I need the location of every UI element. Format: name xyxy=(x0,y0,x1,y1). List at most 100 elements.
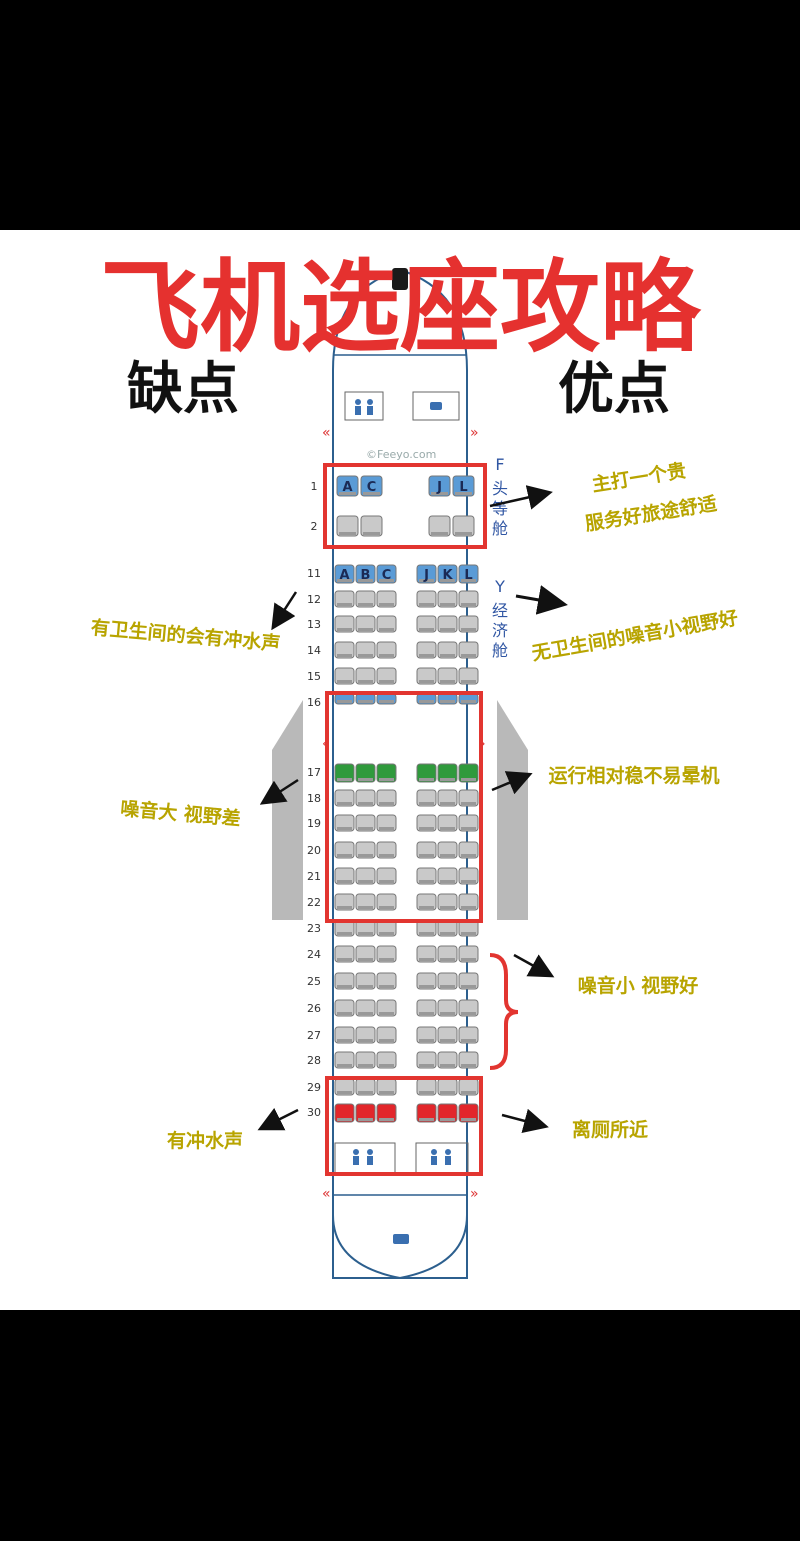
seat-12-left-2[interactable] xyxy=(376,590,397,608)
seat-16-left-0[interactable] xyxy=(334,693,355,705)
seat-2-right-0[interactable] xyxy=(428,515,451,537)
seat-30-right-0[interactable] xyxy=(416,1103,437,1123)
seat-22-left-2[interactable] xyxy=(376,893,397,911)
seat-15-left-1[interactable] xyxy=(355,667,376,685)
seat-27-right-0[interactable] xyxy=(416,1026,437,1044)
seat-2-right-1[interactable] xyxy=(452,515,475,537)
seat-17-left-1[interactable] xyxy=(355,763,376,783)
seat-29-left-0[interactable] xyxy=(334,1078,355,1096)
seat-22-right-2[interactable] xyxy=(458,893,479,911)
seat-12-left-0[interactable] xyxy=(334,590,355,608)
seat-14-right-1[interactable] xyxy=(437,641,458,659)
seat-13-left-1[interactable] xyxy=(355,615,376,633)
seat-17-right-1[interactable] xyxy=(437,763,458,783)
seat-15-left-2[interactable] xyxy=(376,667,397,685)
seat-30-right-1[interactable] xyxy=(437,1103,458,1123)
seat-16-right-0[interactable] xyxy=(416,693,437,705)
seat-21-right-2[interactable] xyxy=(458,867,479,885)
seat-12-right-0[interactable] xyxy=(416,590,437,608)
seat-1-right-1[interactable]: L xyxy=(452,475,475,497)
seat-13-right-0[interactable] xyxy=(416,615,437,633)
seat-27-right-1[interactable] xyxy=(437,1026,458,1044)
seat-16-right-1[interactable] xyxy=(437,693,458,705)
seat-18-left-2[interactable] xyxy=(376,789,397,807)
seat-30-left-2[interactable] xyxy=(376,1103,397,1123)
seat-13-left-2[interactable] xyxy=(376,615,397,633)
seat-19-left-1[interactable] xyxy=(355,814,376,832)
seat-23-right-2[interactable] xyxy=(458,919,479,937)
seat-2-left-1[interactable] xyxy=(360,515,383,537)
seat-19-right-1[interactable] xyxy=(437,814,458,832)
seat-27-right-2[interactable] xyxy=(458,1026,479,1044)
seat-26-right-0[interactable] xyxy=(416,999,437,1017)
seat-1-right-0[interactable]: J xyxy=(428,475,451,497)
seat-12-right-2[interactable] xyxy=(458,590,479,608)
seat-21-left-1[interactable] xyxy=(355,867,376,885)
seat-24-left-1[interactable] xyxy=(355,945,376,963)
seat-30-right-2[interactable] xyxy=(458,1103,479,1123)
seat-12-right-1[interactable] xyxy=(437,590,458,608)
seat-27-left-2[interactable] xyxy=(376,1026,397,1044)
seat-15-left-0[interactable] xyxy=(334,667,355,685)
seat-15-right-1[interactable] xyxy=(437,667,458,685)
seat-21-right-0[interactable] xyxy=(416,867,437,885)
seat-17-left-0[interactable] xyxy=(334,763,355,783)
seat-25-left-0[interactable] xyxy=(334,972,355,990)
seat-14-right-0[interactable] xyxy=(416,641,437,659)
seat-19-left-2[interactable] xyxy=(376,814,397,832)
seat-11-left-0[interactable]: A xyxy=(334,564,355,584)
seat-29-right-1[interactable] xyxy=(437,1078,458,1096)
seat-17-right-2[interactable] xyxy=(458,763,479,783)
seat-19-right-2[interactable] xyxy=(458,814,479,832)
seat-29-left-1[interactable] xyxy=(355,1078,376,1096)
seat-17-left-2[interactable] xyxy=(376,763,397,783)
seat-25-left-1[interactable] xyxy=(355,972,376,990)
seat-14-left-2[interactable] xyxy=(376,641,397,659)
seat-28-left-2[interactable] xyxy=(376,1051,397,1069)
seat-21-left-2[interactable] xyxy=(376,867,397,885)
seat-17-right-0[interactable] xyxy=(416,763,437,783)
seat-25-right-1[interactable] xyxy=(437,972,458,990)
seat-18-right-1[interactable] xyxy=(437,789,458,807)
seat-27-left-0[interactable] xyxy=(334,1026,355,1044)
seat-1-left-1[interactable]: C xyxy=(360,475,383,497)
seat-20-left-0[interactable] xyxy=(334,841,355,859)
seat-12-left-1[interactable] xyxy=(355,590,376,608)
seat-28-right-1[interactable] xyxy=(437,1051,458,1069)
seat-28-right-0[interactable] xyxy=(416,1051,437,1069)
seat-20-right-1[interactable] xyxy=(437,841,458,859)
seat-14-left-1[interactable] xyxy=(355,641,376,659)
seat-25-right-0[interactable] xyxy=(416,972,437,990)
seat-14-left-0[interactable] xyxy=(334,641,355,659)
seat-24-left-2[interactable] xyxy=(376,945,397,963)
seat-15-right-0[interactable] xyxy=(416,667,437,685)
seat-19-left-0[interactable] xyxy=(334,814,355,832)
seat-24-left-0[interactable] xyxy=(334,945,355,963)
seat-30-left-1[interactable] xyxy=(355,1103,376,1123)
seat-18-right-2[interactable] xyxy=(458,789,479,807)
seat-28-left-1[interactable] xyxy=(355,1051,376,1069)
seat-26-left-2[interactable] xyxy=(376,999,397,1017)
seat-25-right-2[interactable] xyxy=(458,972,479,990)
seat-29-left-2[interactable] xyxy=(376,1078,397,1096)
seat-19-right-0[interactable] xyxy=(416,814,437,832)
seat-24-right-1[interactable] xyxy=(437,945,458,963)
seat-23-left-2[interactable] xyxy=(376,919,397,937)
seat-26-right-2[interactable] xyxy=(458,999,479,1017)
seat-22-left-0[interactable] xyxy=(334,893,355,911)
seat-27-left-1[interactable] xyxy=(355,1026,376,1044)
seat-22-right-1[interactable] xyxy=(437,893,458,911)
seat-11-left-1[interactable]: B xyxy=(355,564,376,584)
seat-11-right-0[interactable]: J xyxy=(416,564,437,584)
seat-26-left-0[interactable] xyxy=(334,999,355,1017)
seat-18-left-1[interactable] xyxy=(355,789,376,807)
seat-11-right-1[interactable]: K xyxy=(437,564,458,584)
seat-16-left-2[interactable] xyxy=(376,693,397,705)
seat-21-left-0[interactable] xyxy=(334,867,355,885)
seat-11-right-2[interactable]: L xyxy=(458,564,479,584)
seat-13-right-1[interactable] xyxy=(437,615,458,633)
seat-28-left-0[interactable] xyxy=(334,1051,355,1069)
seat-20-left-2[interactable] xyxy=(376,841,397,859)
seat-26-right-1[interactable] xyxy=(437,999,458,1017)
seat-18-left-0[interactable] xyxy=(334,789,355,807)
